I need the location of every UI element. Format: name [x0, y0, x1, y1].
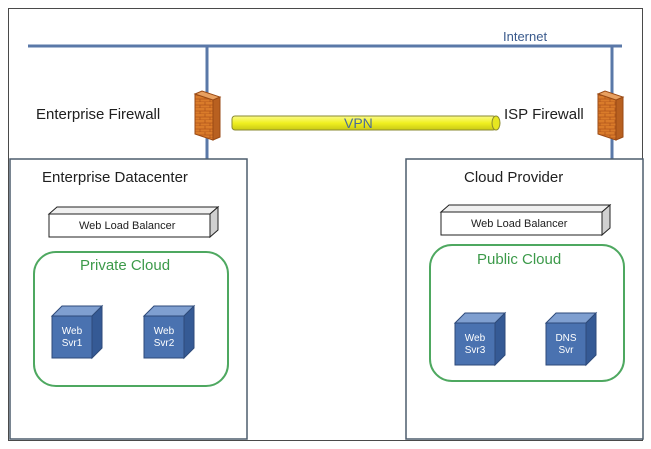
server-web-svr2-icon	[142, 304, 196, 360]
enterprise-datacenter-box	[9, 158, 248, 440]
left-load-balancer-label: Web Load Balancer	[79, 220, 176, 232]
enterprise-firewall-label: Enterprise Firewall	[36, 106, 161, 123]
private-cloud-label: Private Cloud	[80, 257, 171, 274]
enterprise-datacenter-title: Enterprise Datacenter	[42, 169, 188, 186]
internet-label: Internet	[503, 29, 548, 44]
isp-firewall-label: ISP Firewall	[504, 106, 584, 123]
isp-firewall-icon	[596, 90, 625, 141]
vpn-label: VPN	[344, 115, 373, 131]
private-cloud-boundary	[33, 251, 229, 387]
vpn-tunnel	[231, 115, 501, 131]
server-dns-svr-icon	[544, 311, 598, 367]
server-dns-svr-label: DNS Svr	[555, 333, 577, 356]
server-web-svr1-icon	[50, 304, 104, 360]
public-cloud-label: Public Cloud	[477, 251, 562, 268]
right-load-balancer-label: Web Load Balancer	[471, 218, 568, 230]
server-web-svr3-label: Web Svr3	[464, 333, 486, 356]
left-load-balancer-box	[47, 205, 220, 239]
server-web-svr1-label: Web Svr1	[61, 326, 83, 349]
public-cloud-boundary	[429, 244, 625, 382]
enterprise-firewall-icon	[193, 90, 222, 141]
cloud-provider-box	[405, 158, 644, 440]
server-web-svr3-icon	[453, 311, 507, 367]
server-web-svr2-label: Web Svr2	[153, 326, 175, 349]
right-load-balancer-box	[439, 203, 612, 237]
cloud-provider-title: Cloud Provider	[464, 169, 564, 186]
